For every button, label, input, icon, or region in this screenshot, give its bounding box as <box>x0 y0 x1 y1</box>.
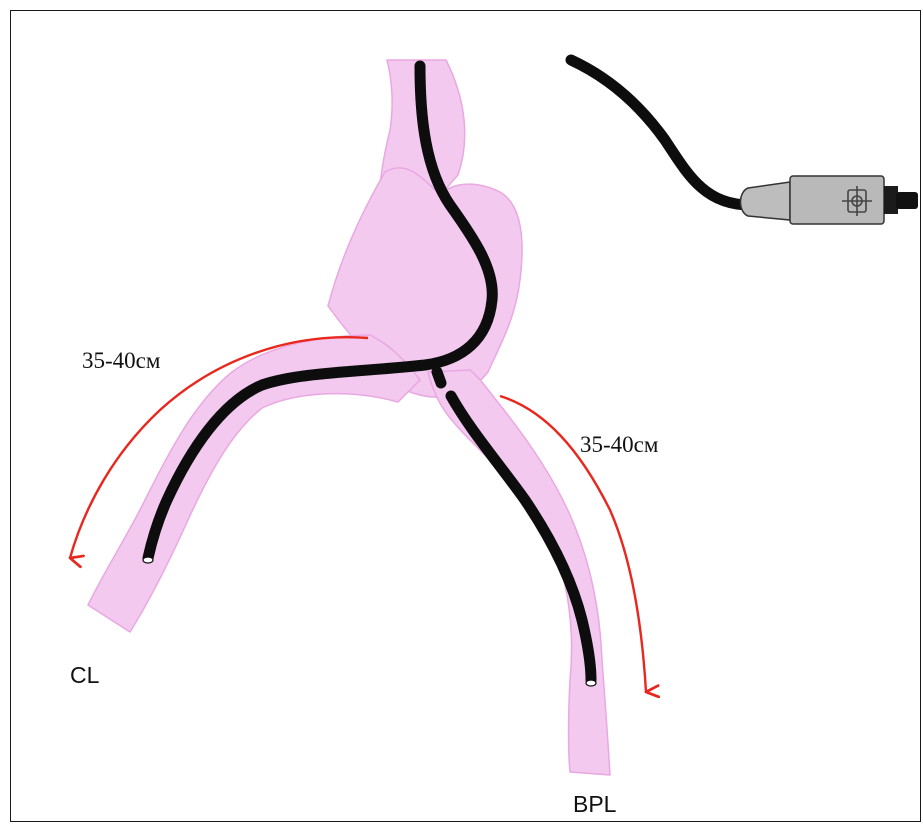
connector-cap <box>884 186 898 214</box>
left-scope-tip <box>143 557 153 563</box>
right-branch-duct <box>428 370 610 775</box>
scope-dash <box>437 372 441 383</box>
connector-knob <box>896 192 918 209</box>
right-distance-label: 35-40см <box>580 432 659 457</box>
scope-cord <box>571 60 750 205</box>
left-distance-label: 35-40см <box>82 348 161 373</box>
left-branch-duct <box>88 335 420 632</box>
right-branch-label: BPL <box>573 791 617 817</box>
connector-neck <box>741 182 791 220</box>
right-scope-tip <box>586 680 596 686</box>
scope-connector <box>741 176 919 224</box>
anatomy-tissue <box>88 60 610 775</box>
left-branch-label: CL <box>70 662 100 688</box>
connector-body <box>790 176 884 224</box>
